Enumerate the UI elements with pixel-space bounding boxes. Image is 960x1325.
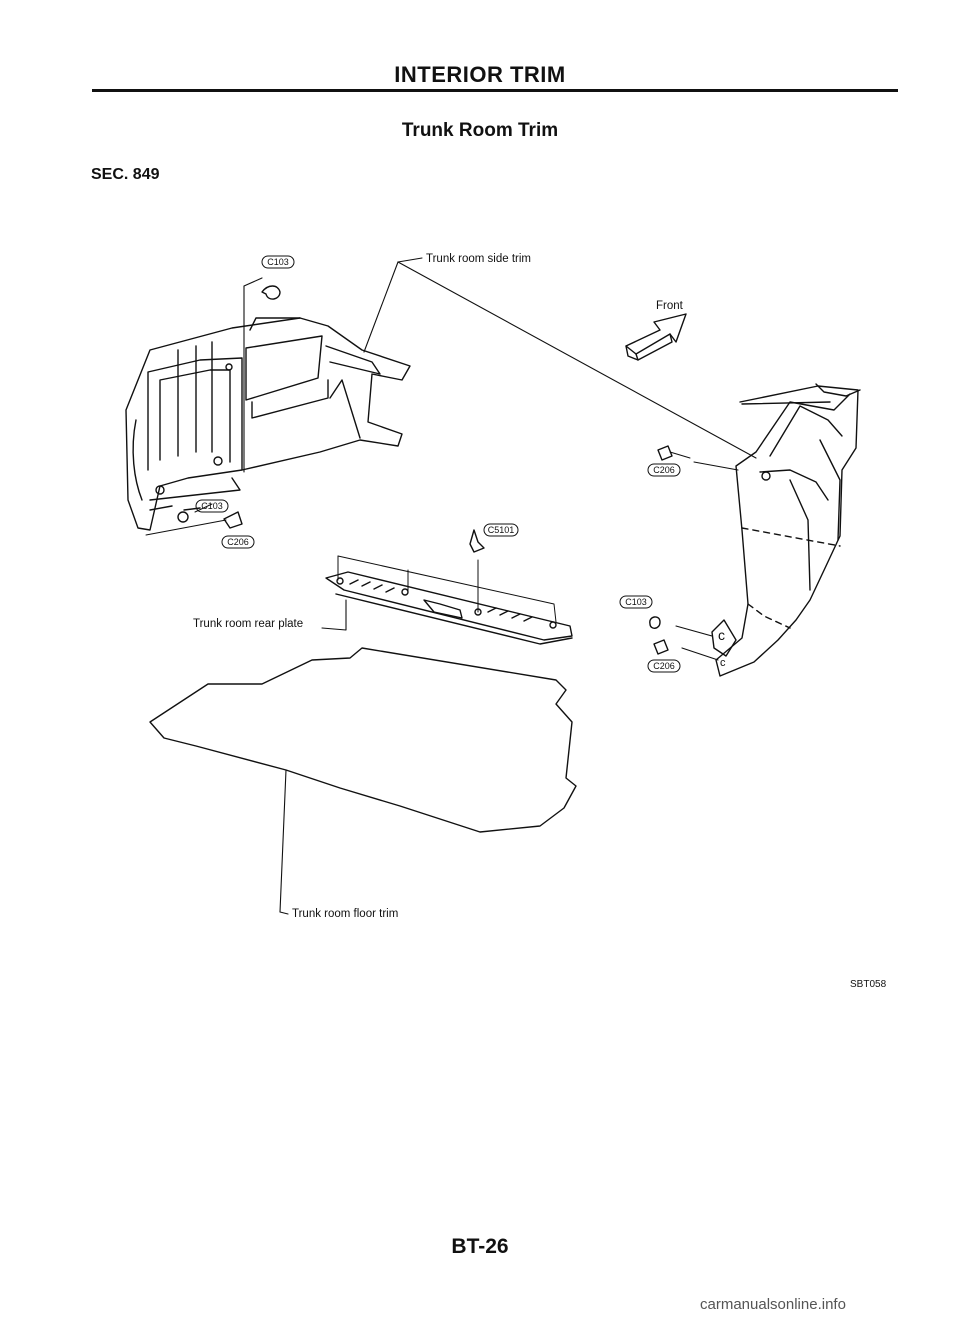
code-center-screw: C5101 [487,525,515,535]
title-rule [92,89,898,92]
code-badges [195,255,681,673]
page-title: INTERIOR TRIM [394,62,566,87]
right-side-trim-drawing: c c [649,383,861,677]
code-left-clip: C103 [201,501,223,511]
front-arrow-icon [625,313,687,361]
svg-text:c: c [720,657,726,669]
code-right-screw-top: C206 [653,465,675,475]
section-subtitle: Trunk Room Trim [401,120,559,141]
rear-plate-drawing [321,529,573,645]
label-side-trim: Trunk room side trim [426,253,532,265]
label-front: Front [656,300,683,312]
section-code: SEC. 849 [91,166,160,183]
code-right-clip: C103 [625,597,647,607]
watermark: carmanualsonline.info [700,1296,846,1313]
code-right-screw-bottom: C206 [653,661,675,671]
floor-trim-drawing [149,647,577,915]
figure-reference: SBT058 [850,979,887,990]
code-left-screw: C206 [227,537,249,547]
left-side-trim-drawing [125,277,411,536]
page-number: BT-26 [451,1235,509,1258]
code-left-top: C103 [267,257,289,267]
label-rear-plate: Trunk room rear plate [193,618,304,630]
svg-text:c: c [718,627,725,643]
label-floor-trim: Trunk room floor trim [292,908,399,920]
